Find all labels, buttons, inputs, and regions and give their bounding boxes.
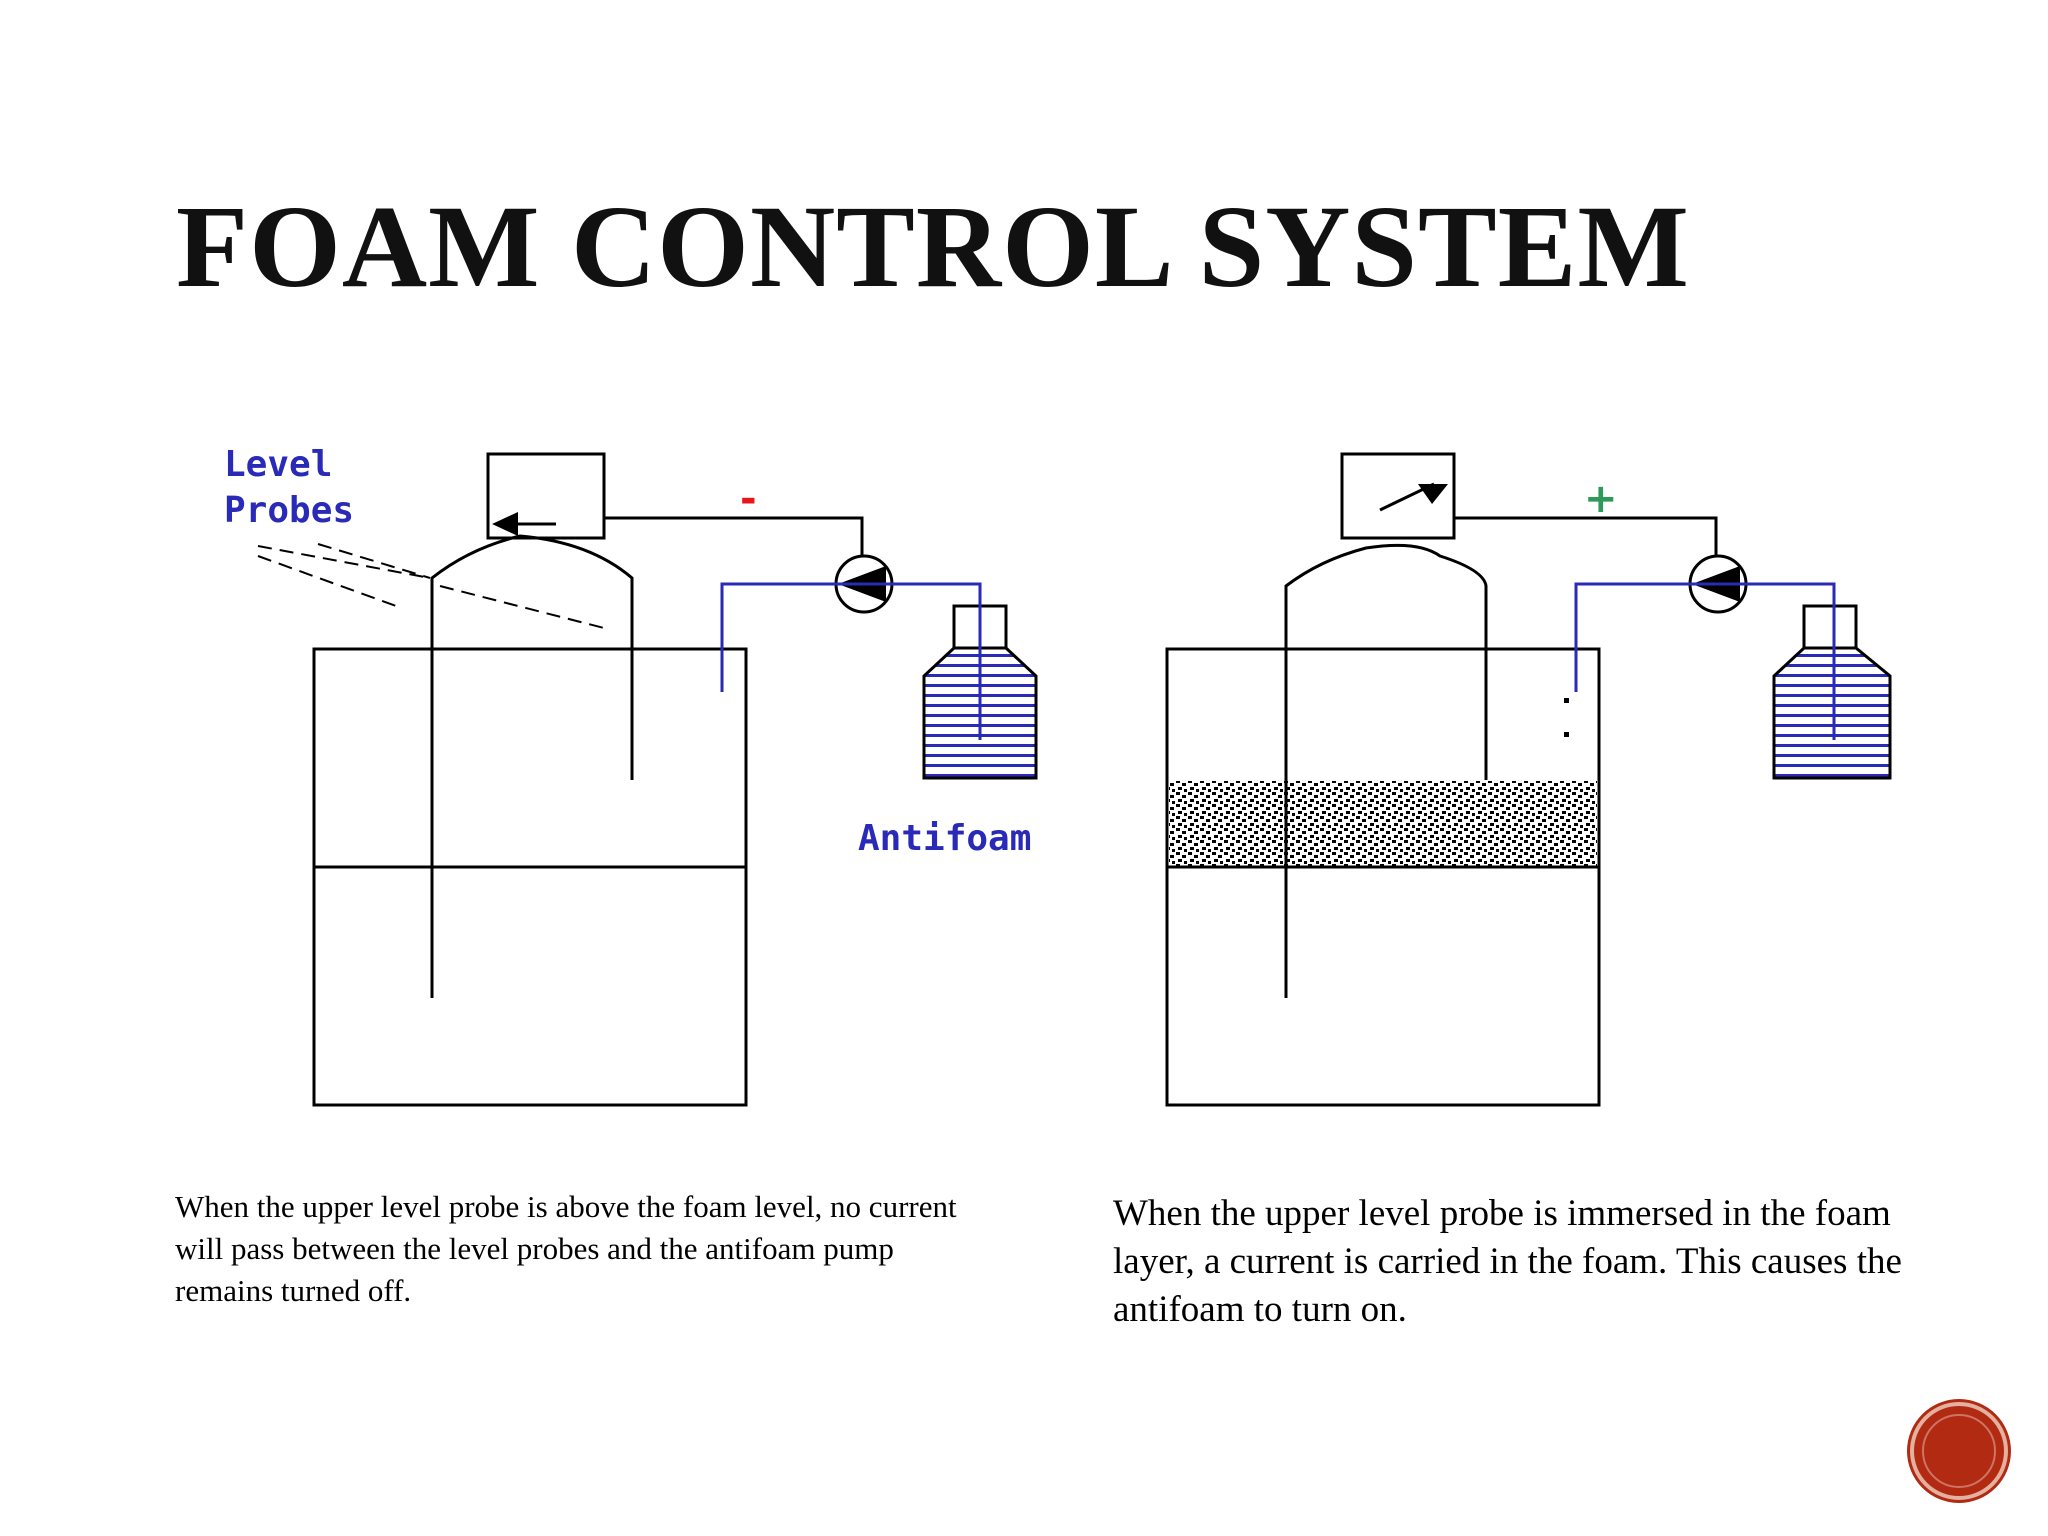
level-probes-label-line1: Level: [224, 444, 332, 485]
control-wire-left: [604, 516, 864, 562]
caption-right: When the upper level probe is immersed i…: [1113, 1193, 1902, 1330]
foam-layer: [1169, 781, 1597, 867]
probe-wires-right: [1284, 543, 1488, 998]
probe-pointer-lines: [257, 543, 605, 629]
slide-nav-button[interactable]: [1910, 1402, 2008, 1500]
antifoam-reservoir-left: [922, 584, 1038, 780]
antifoam-label: Antifoam: [858, 818, 1031, 859]
antifoam-drops: [1564, 698, 1569, 737]
plus-sign: +: [1584, 476, 1618, 522]
minus-sign: -: [740, 476, 757, 522]
slide-title: FOAM CONTROL SYSTEM: [176, 181, 1690, 312]
switch-off-icon: [492, 512, 556, 536]
right-panel: +: [1165, 452, 1892, 1107]
switch-on-icon: [1379, 482, 1448, 512]
level-probes-label-line2: Probes: [224, 490, 354, 531]
circle-button-icon: [1922, 1414, 1996, 1488]
fermenter-vessel-right: [1165, 647, 1601, 1107]
caption-left: When the upper level probe is above the …: [175, 1189, 957, 1308]
left-panel: Level Probes -: [224, 444, 1038, 1107]
antifoam-reservoir-right: [1772, 584, 1892, 780]
probe-wires-left: [430, 534, 634, 998]
fermenter-vessel-left: [312, 647, 748, 1107]
control-wire-right: [1454, 516, 1718, 562]
